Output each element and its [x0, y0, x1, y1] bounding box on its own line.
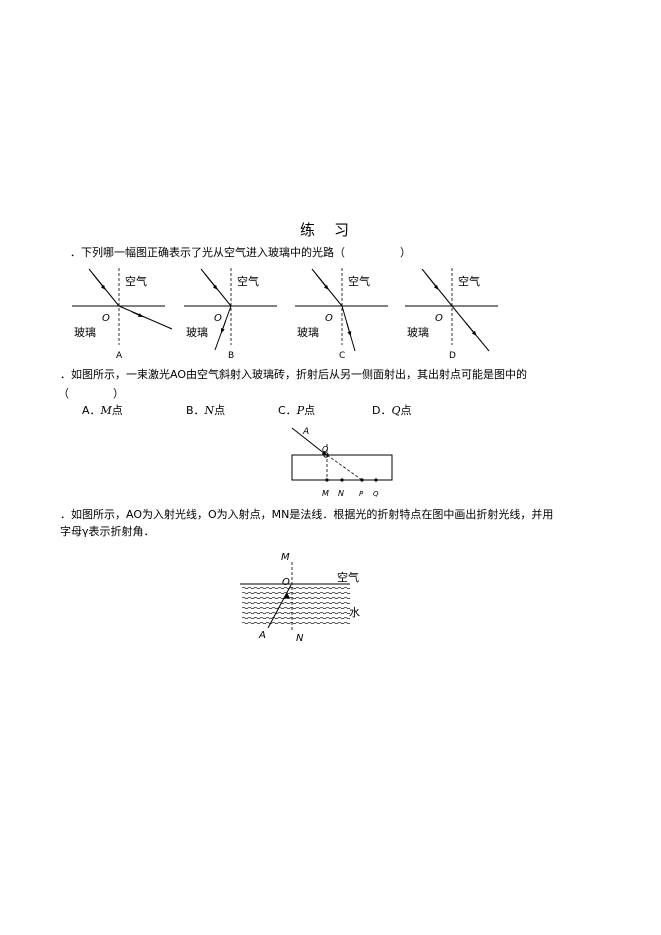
option-c: C．P点	[278, 402, 315, 418]
question-3-line2: 字母γ表示折射角．	[60, 525, 155, 538]
refracted-arrow	[346, 322, 352, 337]
option-c-suffix: 点	[304, 404, 316, 417]
option-d-suffix: 点	[400, 404, 412, 417]
option-b: B．N点	[186, 402, 225, 418]
refracted-arrow	[465, 322, 477, 336]
water-surface-hatching	[241, 586, 351, 625]
page-title: 练 习	[300, 221, 352, 239]
option-b-suffix: 点	[214, 404, 226, 417]
air-label: 空气	[458, 274, 480, 288]
label-n: N	[338, 489, 344, 498]
option-b-letter: B．	[186, 404, 205, 417]
point-o-label: O	[325, 313, 333, 324]
label-o: O	[282, 577, 290, 588]
glass-label: 玻璃	[297, 325, 319, 339]
label-m: M	[322, 489, 329, 498]
water-wave-line	[241, 621, 351, 625]
option-d-letter: D．	[372, 404, 392, 417]
option-c-point: P	[296, 404, 305, 417]
glass-label: 玻璃	[186, 325, 208, 339]
label-water: 水	[349, 606, 360, 619]
point-q-dot	[374, 478, 378, 482]
diagram-letter: A	[116, 351, 123, 361]
label-m: M	[281, 552, 290, 563]
option-d: D．Q点	[372, 402, 412, 418]
question-2-text: ．如图所示，一束激光AO由空气斜射入玻璃砖，折射后从另一侧面射出，其出射点可能是…	[60, 366, 527, 382]
incident-arrow	[204, 273, 218, 290]
air-label: 空气	[348, 274, 370, 288]
refracted-ray-dashed	[326, 454, 363, 481]
water-wave-line	[241, 616, 351, 620]
point-p-dot	[360, 478, 364, 482]
label-a: A	[258, 630, 266, 641]
air-label: 空气	[125, 274, 147, 288]
question-2-blank: （ ）	[58, 387, 124, 400]
point-o-label: O	[102, 313, 110, 324]
air-label: 空气	[237, 274, 259, 288]
option-a: A．M点	[82, 402, 123, 418]
label-q: Q	[373, 490, 379, 498]
label-n: N	[296, 633, 304, 644]
option-c-letter: C．	[278, 404, 297, 417]
water-wave-line	[241, 596, 351, 600]
water-wave-line	[241, 586, 351, 590]
refracted-arrow	[220, 320, 227, 334]
label-a: A	[302, 427, 309, 437]
label-p: P	[359, 490, 364, 498]
question-1-text: ．下列哪一幅图正确表示了光从空气进入玻璃中的光路（ ）	[70, 246, 411, 259]
water-wave-line	[241, 591, 351, 595]
option-a-point: M	[100, 404, 112, 417]
incident-arrow	[425, 273, 439, 290]
water-wave-line	[241, 611, 351, 615]
incident-ray-ao	[267, 584, 292, 629]
diagram-letter: B	[228, 351, 234, 361]
refracted-arrow	[131, 311, 144, 318]
point-m-dot	[325, 478, 329, 482]
question-2-line1: ．如图所示，一束激光AO由空气斜射入玻璃砖，折射后从另一侧面射出，其出射点可能是…	[60, 368, 527, 381]
point-o-label: O	[214, 313, 222, 324]
point-o-marker	[323, 452, 329, 458]
glass-label: 玻璃	[74, 325, 96, 339]
point-o-label: O	[435, 313, 443, 324]
diagram-letter: D	[449, 351, 456, 361]
option-a-suffix: 点	[111, 404, 123, 417]
incident-arrow	[92, 273, 106, 290]
option-a-letter: A．	[82, 404, 101, 417]
incident-arrow	[315, 273, 329, 290]
label-air: 空气	[337, 570, 359, 584]
incident-ray	[291, 427, 327, 456]
point-n-dot	[340, 478, 344, 482]
water-wave-line	[241, 606, 351, 610]
water-wave-line	[241, 601, 351, 605]
option-d-point: Q	[391, 404, 401, 417]
label-o: O	[322, 445, 328, 454]
question-3-line1: ．如图所示，AO为入射光线，O为入射点，MN是法线．根据光的折射特点在图中画出折…	[60, 508, 554, 521]
refracted-ray	[118, 305, 173, 330]
glass-label: 玻璃	[407, 325, 429, 339]
ray-arrowhead	[284, 593, 290, 599]
option-b-point: N	[204, 404, 215, 417]
diagram-letter: C	[339, 351, 345, 361]
